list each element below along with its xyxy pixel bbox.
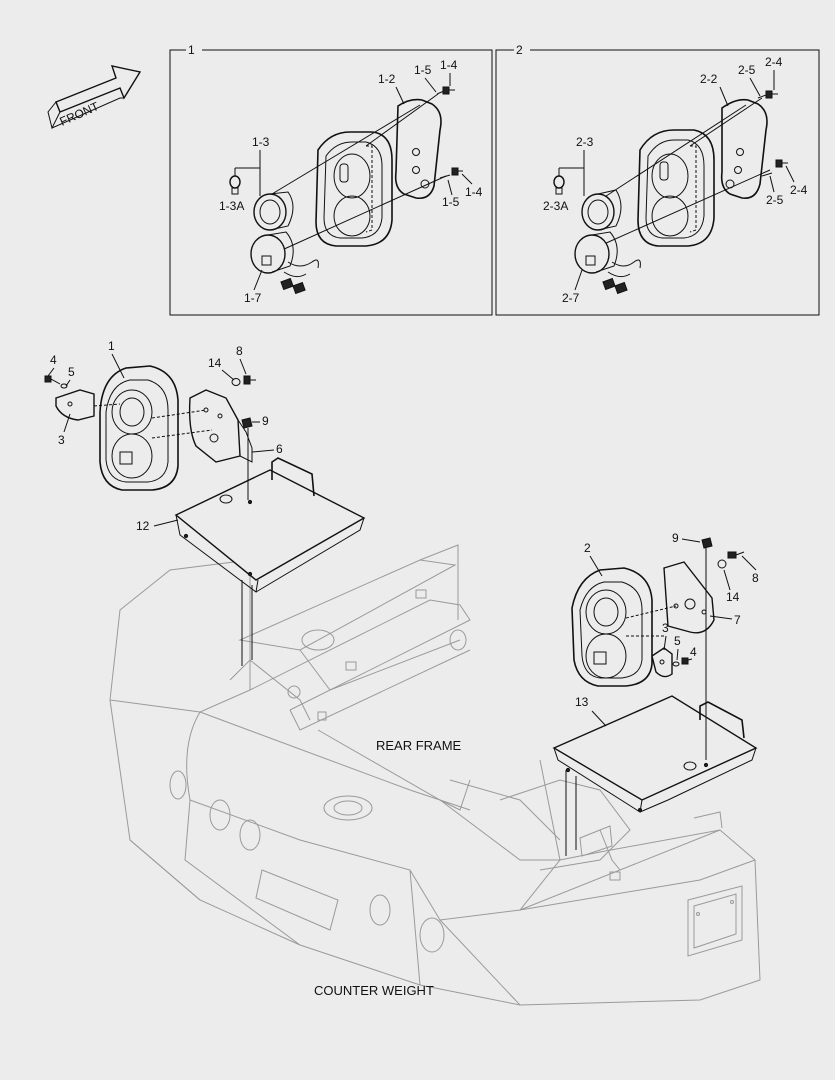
callout-1-7: 1-7 bbox=[244, 291, 262, 305]
callout-left-6: 6 bbox=[276, 442, 283, 456]
detail-box-1-label: 1 bbox=[188, 43, 195, 57]
callout-right-3: 3 bbox=[662, 621, 669, 635]
callout-left-8: 8 bbox=[236, 344, 243, 358]
callout-right-2: 2 bbox=[584, 541, 591, 555]
callout-1-4b: 1-4 bbox=[465, 185, 483, 199]
callout-left-1: 1 bbox=[108, 339, 115, 353]
rear-frame-label: REAR FRAME bbox=[376, 738, 462, 753]
callout-2-3A: 2-3A bbox=[543, 199, 568, 213]
callout-2-7: 2-7 bbox=[562, 291, 580, 305]
callout-2-5a: 2-5 bbox=[738, 63, 756, 77]
callout-2-3: 2-3 bbox=[576, 135, 594, 149]
left-lamp-assembly: 1 4 5 3 14 8 9 6 12 bbox=[44, 339, 366, 666]
callout-2-5b: 2-5 bbox=[766, 193, 784, 207]
callout-left-4: 4 bbox=[50, 353, 57, 367]
counterweight-and-frame bbox=[109, 544, 761, 1006]
callout-1-5a: 1-5 bbox=[414, 63, 432, 77]
callout-right-7: 7 bbox=[734, 613, 741, 627]
callout-2-4a: 2-4 bbox=[765, 55, 783, 69]
counter-weight-label: COUNTER WEIGHT bbox=[314, 983, 434, 998]
callout-right-9: 9 bbox=[672, 531, 679, 545]
callout-right-13: 13 bbox=[575, 695, 589, 709]
callout-left-9: 9 bbox=[262, 414, 269, 428]
callout-1-5b: 1-5 bbox=[442, 195, 460, 209]
right-lamp-assembly: 2 9 14 8 7 3 5 4 13 bbox=[552, 531, 759, 856]
callout-2-4b: 2-4 bbox=[790, 183, 808, 197]
detail-box-2: 2 2-2 2-5 bbox=[495, 42, 820, 316]
callout-right-5: 5 bbox=[674, 634, 681, 648]
callout-left-5: 5 bbox=[68, 365, 75, 379]
callout-1-3: 1-3 bbox=[252, 135, 270, 149]
callout-1-4a: 1-4 bbox=[440, 58, 458, 72]
callout-2-2: 2-2 bbox=[700, 72, 718, 86]
callout-right-4: 4 bbox=[690, 645, 697, 659]
detail-box-1: 1 bbox=[169, 42, 493, 316]
front-arrow: FRONT bbox=[47, 65, 142, 130]
callout-1-2: 1-2 bbox=[378, 72, 396, 86]
callout-left-3: 3 bbox=[58, 433, 65, 447]
detail-box-2-label: 2 bbox=[516, 43, 523, 57]
callout-right-8: 8 bbox=[752, 571, 759, 585]
callout-1-3A: 1-3A bbox=[219, 199, 244, 213]
callout-left-12: 12 bbox=[136, 519, 150, 533]
callout-right-14: 14 bbox=[726, 590, 740, 604]
callout-left-14: 14 bbox=[208, 356, 222, 370]
